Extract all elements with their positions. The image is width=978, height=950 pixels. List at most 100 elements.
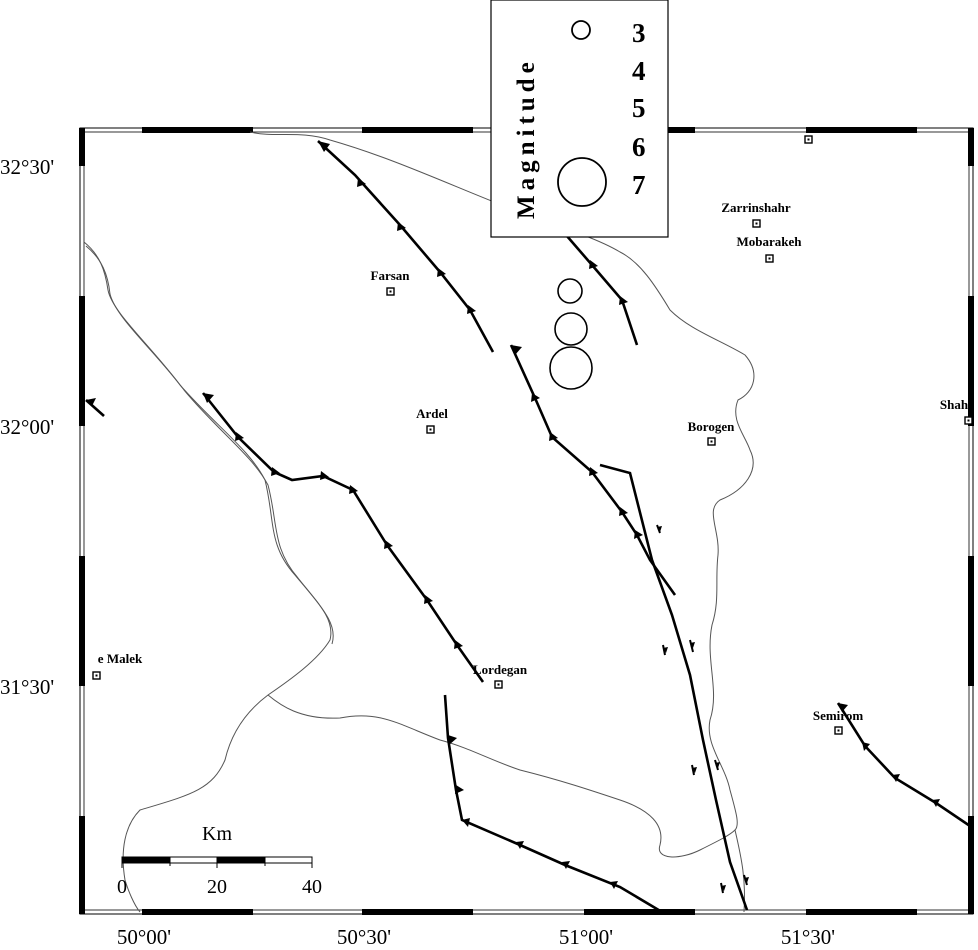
city-label: Farsan	[371, 268, 411, 283]
city-markers: Zarrinshahr Mobarakeh Farsan Ardel Borog…	[92, 135, 973, 735]
lat-label: 31°30'	[0, 675, 54, 699]
thrust-tooth	[448, 735, 457, 745]
scale-label: 0	[117, 876, 127, 898]
thrust-tooth	[454, 640, 463, 649]
thrust-tooth	[271, 467, 280, 476]
thrust-tooth	[462, 818, 470, 827]
earthquake-marker	[549, 346, 593, 390]
thrust-tooth	[619, 296, 628, 305]
lat-label: 32°00'	[0, 415, 54, 439]
fault-farsan	[317, 140, 495, 353]
city-marker-lordegan: Lordegan	[473, 662, 528, 689]
scale-label: 20	[207, 876, 227, 898]
lat-label: 32°30'	[0, 155, 54, 179]
thrust-tooth	[549, 432, 558, 441]
city-marker-malek: e Malek	[92, 651, 143, 680]
fault-segment-4	[691, 764, 695, 776]
thrust-tooth	[838, 703, 848, 712]
faults	[85, 140, 971, 914]
lon-label: 51°00'	[559, 925, 613, 949]
thrust-tooth	[235, 432, 244, 441]
province-border-west-inner	[85, 245, 334, 645]
thrust-tooth	[467, 305, 476, 314]
thrust-tooth	[203, 393, 214, 403]
latitude-labels: 32°30' 32°00' 31°30'	[0, 155, 54, 699]
thrust-tooth	[437, 268, 446, 277]
city-label: Semirom	[813, 708, 863, 723]
city-label: Ardel	[416, 406, 448, 421]
fault-main-recent	[599, 463, 749, 911]
city-marker-mobarakeh: Mobarakeh	[737, 234, 803, 263]
city-label: e Malek	[98, 651, 143, 666]
city-label: Mobarakeh	[737, 234, 803, 249]
city-marker	[804, 135, 813, 144]
thrust-tooth	[634, 530, 643, 539]
thrust-tooth	[397, 222, 406, 231]
fault-mobarakeh-b	[620, 290, 642, 345]
thrust-tooth	[589, 260, 598, 269]
thrust-tooth	[562, 861, 570, 869]
thrust-tooth	[715, 762, 720, 768]
thrust-tooth	[610, 881, 618, 889]
thrust-tooth	[455, 785, 464, 794]
thrust-tooth	[589, 467, 598, 476]
city-label: Zarrinshahr	[721, 200, 791, 215]
fault-segment-6	[720, 882, 724, 894]
legend-magnitude: 4	[632, 56, 646, 86]
city-marker-farsan: Farsan	[371, 268, 411, 296]
legend-title: Magnitude	[513, 57, 540, 219]
earthquake-marker	[554, 312, 588, 346]
thrust-tooth	[318, 141, 330, 152]
city-marker-borogen: Borogen	[688, 419, 735, 446]
map-frame	[79, 127, 974, 915]
city-marker-semirom: Semirom	[813, 708, 863, 735]
earthquake-epicenters	[549, 278, 593, 390]
legend-circle-3	[571, 20, 591, 40]
thrust-tooth	[892, 774, 900, 782]
thrust-tooth	[511, 345, 522, 355]
thrust-tooth	[516, 841, 524, 849]
scale-label: 40	[302, 876, 322, 898]
fault-segment-2	[662, 644, 666, 656]
thrust-tooth	[357, 178, 366, 187]
thrust-tooth	[86, 398, 96, 406]
thrust-tooth	[663, 647, 668, 653]
thrust-tooth	[721, 885, 726, 891]
thrust-tooth	[690, 642, 695, 648]
thrust-tooth	[531, 393, 540, 402]
thrust-tooth	[744, 877, 749, 883]
thrust-tooth	[320, 471, 329, 480]
city-marker-ardel: Ardel	[416, 406, 448, 434]
magnitude-legend: Magnitude 3 4 5 6 7	[490, 0, 669, 238]
fault-mobarakeh	[559, 227, 639, 346]
province-borders	[83, 131, 755, 913]
thrust-tooth	[692, 767, 697, 773]
city-label: Borogen	[688, 419, 735, 434]
city-marker-shah: Shah	[940, 397, 973, 425]
lon-label: 50°00'	[117, 925, 171, 949]
thrust-tooth	[424, 595, 433, 604]
province-border-west	[83, 241, 332, 913]
lon-label: 50°30'	[337, 925, 391, 949]
city-label: Shah	[940, 397, 969, 412]
legend-magnitude: 5	[632, 93, 646, 123]
thrust-tooth	[657, 526, 662, 532]
city-marker-zarrinshahr: Zarrinshahr	[721, 200, 791, 228]
thrust-tooth	[932, 799, 940, 807]
city-label: Lordegan	[473, 662, 528, 677]
legend-magnitude: 3	[632, 18, 646, 48]
thrust-teeth	[86, 141, 940, 891]
thrust-tooth	[862, 742, 870, 751]
lon-label: 51°30'	[781, 925, 835, 949]
thrust-tooth	[349, 485, 358, 494]
legend-magnitude: 6	[632, 132, 646, 162]
thrust-tooth	[619, 507, 628, 516]
legend-magnitude: 7	[632, 170, 646, 200]
fault-segment-3	[689, 639, 694, 653]
thrust-tooth	[384, 540, 393, 549]
scale-bar: Km 0 20 40	[117, 823, 322, 898]
longitude-labels: 50°00' 50°30' 51°00' 51°30'	[117, 925, 835, 949]
province-border-south	[267, 694, 746, 913]
fault-ardel	[201, 392, 485, 683]
